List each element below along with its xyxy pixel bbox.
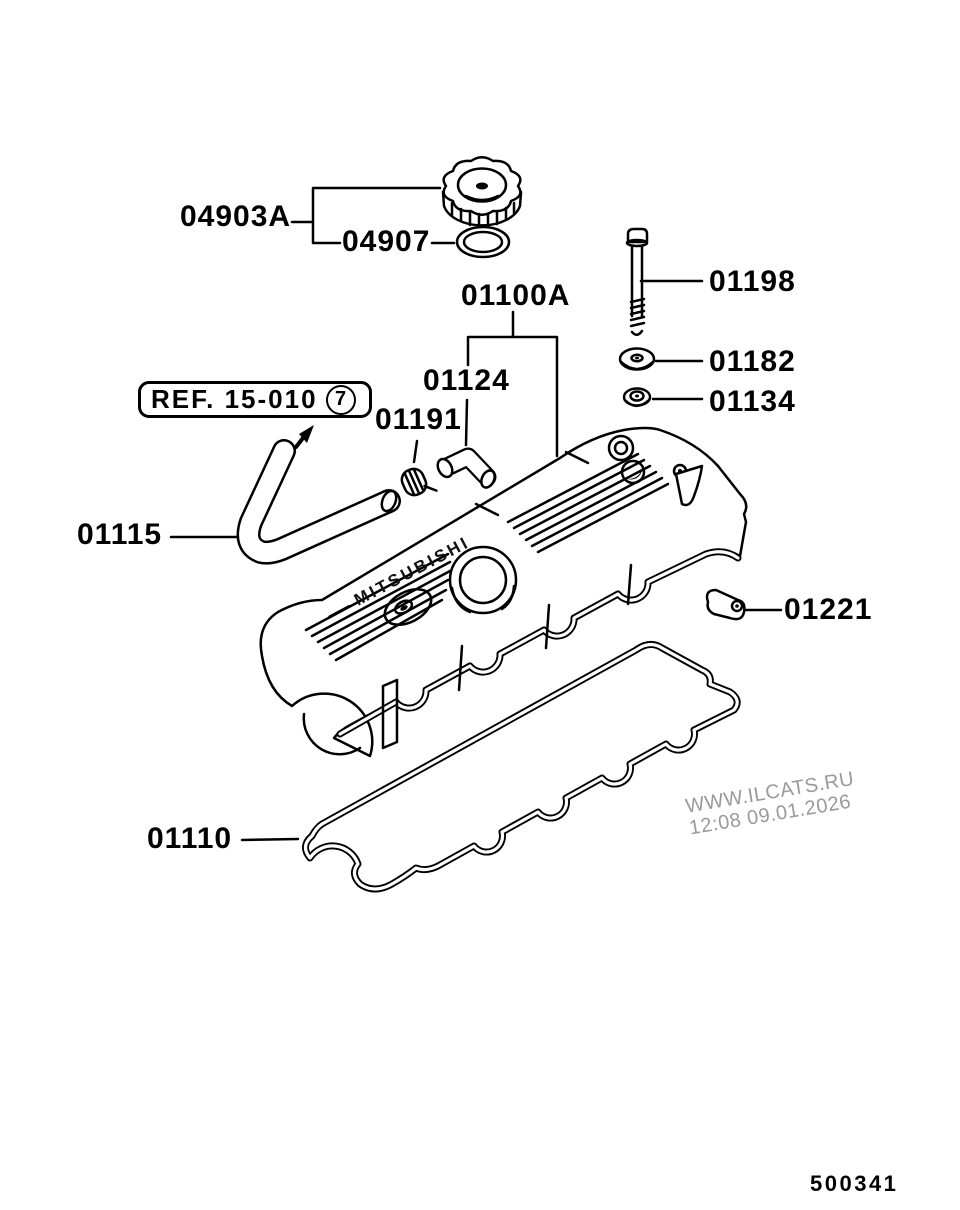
bolt-drawing	[625, 227, 649, 336]
ref-link-badge: 7	[325, 384, 356, 415]
hose-clamp-drawing	[400, 467, 438, 497]
part-label-01124[interactable]: 01124	[423, 364, 510, 397]
part-label-04903a[interactable]: 04903A	[180, 200, 292, 233]
ventilation-pipe-drawing	[436, 447, 497, 489]
filler-neck-drawing	[448, 545, 518, 615]
washer-drawing	[618, 347, 656, 371]
figure-number: 500341	[810, 1171, 899, 1196]
ref-arrow-icon	[294, 425, 314, 449]
breather-hose-drawing	[236, 439, 401, 565]
part-label-01115[interactable]: 01115	[77, 518, 163, 551]
part-label-01221[interactable]: 01221	[784, 593, 873, 626]
part-label-01191[interactable]: 01191	[375, 403, 462, 436]
grommet-drawing	[622, 387, 652, 407]
cover-gasket-drawing	[302, 641, 741, 893]
part-label-01110[interactable]: 01110	[147, 822, 233, 855]
rocker-cover-drawing: MITSUBISHI	[259, 426, 748, 758]
part-label-01134[interactable]: 01134	[709, 385, 796, 418]
oil-filler-cap-drawing	[441, 156, 523, 229]
ref-link-box[interactable]: REF. 15-010 7	[138, 381, 372, 418]
bolt-boss-drawing	[383, 588, 433, 626]
leader-lines	[169, 186, 783, 842]
part-label-01100a[interactable]: 01100A	[461, 279, 571, 312]
ref-link-text: REF. 15-010	[151, 384, 318, 414]
part-label-01198[interactable]: 01198	[709, 265, 796, 298]
part-label-04907[interactable]: 04907	[342, 225, 431, 258]
semicircular-cap-drawing	[705, 588, 746, 621]
filler-cap-gasket-drawing	[455, 225, 511, 259]
part-label-01182[interactable]: 01182	[709, 345, 796, 378]
